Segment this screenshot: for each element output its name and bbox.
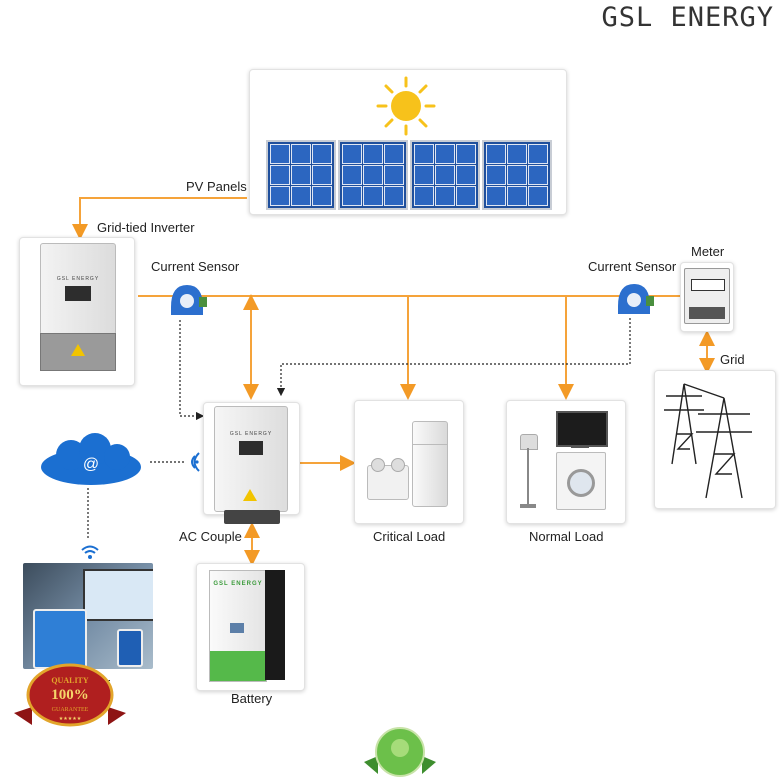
solar-cell xyxy=(414,165,434,185)
wireless-signal-icon xyxy=(191,452,200,472)
solar-cell xyxy=(363,144,383,164)
solar-panel-4 xyxy=(482,140,552,210)
warning-icon xyxy=(71,344,85,356)
solar-cell xyxy=(507,144,527,164)
solar-cell xyxy=(291,186,311,206)
solar-panel-2 xyxy=(338,140,408,210)
monitor-photo xyxy=(23,563,153,669)
solar-cell xyxy=(528,165,548,185)
emergency-light-icon xyxy=(367,458,409,500)
quality-guarantee-badge: QUALITY 100% GUARANTEE ★★★★★ xyxy=(14,663,126,727)
solar-cell xyxy=(312,165,332,185)
grid-frame xyxy=(654,370,776,509)
inverter-screen xyxy=(65,286,91,301)
current-sensor-right-label: Current Sensor xyxy=(588,259,677,274)
solar-cell xyxy=(435,165,455,185)
inverter-brand-text: GSL ENERGY xyxy=(56,276,100,282)
current-sensor-left-icon xyxy=(171,285,207,315)
solar-cell xyxy=(456,186,476,206)
wifi-icon xyxy=(81,545,99,559)
ac-couple-ports xyxy=(224,510,280,524)
cloud-icon: @ xyxy=(41,433,141,485)
television-stand xyxy=(571,445,589,448)
solar-cell xyxy=(363,165,383,185)
solar-cell xyxy=(486,144,506,164)
laptop-screen xyxy=(83,569,153,621)
badge-line-1: QUALITY xyxy=(51,676,89,685)
solar-cell xyxy=(384,165,404,185)
solar-panel-1 xyxy=(266,140,336,210)
meter-terminal xyxy=(689,307,725,319)
ac-couple-brand-text: GSL ENERGY xyxy=(229,431,273,437)
grid-tied-inverter-label: Grid-tied Inverter xyxy=(97,220,195,235)
current-sensor-left-label: Current Sensor xyxy=(151,259,240,274)
solar-cell xyxy=(312,186,332,206)
solar-cell xyxy=(507,165,527,185)
solar-cell xyxy=(456,144,476,164)
battery-device: GSL ENERGY xyxy=(209,570,267,682)
solar-cell xyxy=(435,186,455,206)
transmission-tower-icon xyxy=(664,383,752,499)
solar-cell xyxy=(414,186,434,206)
ac-couple-inverter-device: GSL ENERGY xyxy=(214,406,288,512)
solar-cell xyxy=(384,144,404,164)
solar-cell xyxy=(342,144,362,164)
solar-cell xyxy=(528,186,548,206)
brand-logo-text: GSL ENERGY xyxy=(601,2,774,33)
solar-cell xyxy=(486,186,506,206)
tablet-screen xyxy=(33,609,87,669)
critical-load-label: Critical Load xyxy=(373,529,446,544)
floor-lamp-icon xyxy=(518,434,538,510)
solar-cell xyxy=(291,165,311,185)
television-icon xyxy=(556,411,608,447)
inverter-base xyxy=(40,333,116,371)
battery-green-stripe xyxy=(210,651,266,681)
solar-cell xyxy=(384,186,404,206)
badge-line-2: 100% xyxy=(51,687,89,703)
ac-couple-warning-icon xyxy=(243,489,257,501)
solar-cell xyxy=(342,186,362,206)
battery-side-panel xyxy=(265,570,285,680)
normal-load-label: Normal Load xyxy=(529,529,604,544)
badge-line-3: GUARANTEE xyxy=(52,707,89,713)
badge-stars: ★★★★★ xyxy=(59,716,82,722)
solar-cell xyxy=(270,165,290,185)
solar-cell xyxy=(486,165,506,185)
solar-cell xyxy=(342,165,362,185)
solar-cell xyxy=(291,144,311,164)
battery-display xyxy=(230,623,244,633)
phone-screen xyxy=(117,629,143,667)
solar-cell xyxy=(414,144,434,164)
battery-label: Battery xyxy=(231,691,273,706)
solar-cell xyxy=(507,186,527,206)
meter-label: Meter xyxy=(691,244,725,259)
cloud-at-symbol: @ xyxy=(83,456,99,473)
sun-icon xyxy=(376,76,436,136)
washing-machine-icon xyxy=(556,452,606,510)
green-seal-badge xyxy=(364,727,436,777)
grid-tied-inverter-device: GSL ENERGY xyxy=(40,243,116,335)
ac-couple-label: AC Couple xyxy=(179,529,242,544)
solar-cell xyxy=(270,186,290,206)
refrigerator-icon xyxy=(412,421,448,507)
solar-cell xyxy=(435,144,455,164)
solar-cell xyxy=(270,144,290,164)
solar-panel-3 xyxy=(410,140,480,210)
battery-brand-text: GSL ENERGY xyxy=(213,581,263,587)
pv-panels-label: PV Panels xyxy=(186,179,247,194)
meter-device xyxy=(684,268,730,324)
solar-cell xyxy=(528,144,548,164)
solar-cell xyxy=(312,144,332,164)
ac-couple-screen xyxy=(239,441,263,455)
solar-cell xyxy=(456,165,476,185)
solar-cell xyxy=(363,186,383,206)
current-sensor-right-icon xyxy=(618,284,654,314)
meter-display xyxy=(691,279,725,291)
grid-label: Grid xyxy=(720,352,745,367)
